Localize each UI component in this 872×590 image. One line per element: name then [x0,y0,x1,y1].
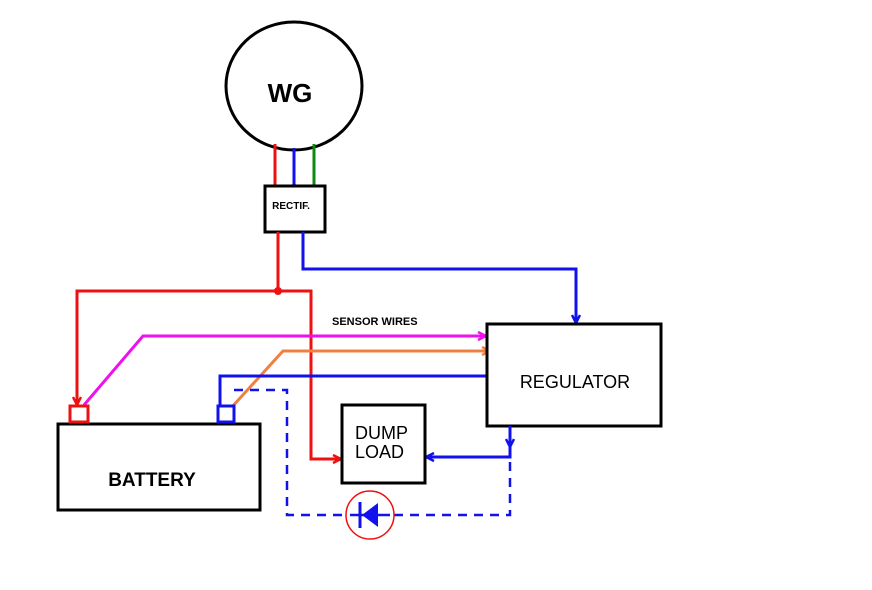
battery: BATTERY [56,404,262,512]
battery-negative-terminal [216,404,236,424]
battery-label: BATTERY [108,470,196,491]
rectifier-label: RECTIF. [272,201,310,212]
sensor-wires-label: SENSOR WIRES [332,316,418,328]
sensor-wire-negative [229,351,489,410]
wind-generator: WG [224,20,364,152]
regulator-label: REGULATOR [520,372,630,392]
dump-load-label-line1: DUMP [355,423,408,443]
negative-wire-rectifier-to-regulator [301,232,576,322]
diode-path-dashed-left [234,388,350,517]
positive-junction-dot [274,287,282,295]
battery-box [56,422,262,512]
dump-load: DUMP LOAD [340,403,427,485]
regulator-box [485,322,663,428]
diode-icon [345,490,395,540]
dump-load-label-line2: LOAD [355,442,404,462]
rectifier-box [263,184,327,234]
diode-triangle [362,503,378,527]
dump-load-return-wire [427,446,512,457]
regulator: REGULATOR [485,322,663,428]
positive-wire-to-battery [77,232,280,404]
diode-path-dashed-right [394,457,512,517]
sensor-wire-positive [82,336,485,406]
generator-label: WG [268,78,313,108]
negative-wire-battery-to-regulator [218,374,487,405]
dump-load-box [340,403,427,485]
battery-positive-terminal [68,404,90,424]
rectifier: RECTIF. [263,184,327,234]
